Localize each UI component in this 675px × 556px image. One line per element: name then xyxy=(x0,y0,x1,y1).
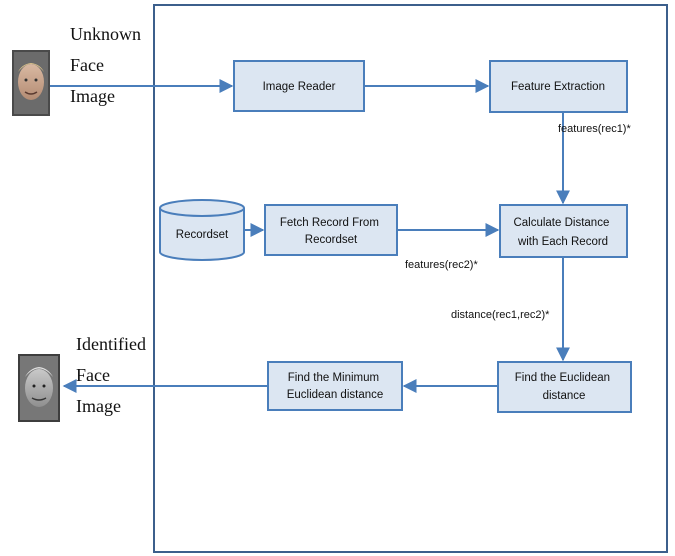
unknown-face-label: Unknown Face Image xyxy=(70,24,146,106)
arrows xyxy=(50,79,570,393)
identified-face-photo xyxy=(18,354,60,422)
calc-distance-node: Calculate Distance with Each Record xyxy=(499,204,628,258)
find-euclidean-node: Find the Euclidean distance xyxy=(497,361,632,413)
recordset-database: Recordset xyxy=(159,199,245,261)
features-rec2-label: features(rec2)* xyxy=(405,259,478,271)
fetch-record-label: Fetch Record From Recordset xyxy=(280,217,382,246)
image-reader-label: Image Reader xyxy=(263,81,336,93)
image-reader-node: Image Reader xyxy=(233,60,365,112)
recordset-label: Recordset xyxy=(176,229,229,241)
fetch-record-node: Fetch Record From Recordset xyxy=(264,204,398,256)
find-minimum-node: Find the Minimum Euclidean distance xyxy=(267,361,403,411)
calc-distance-label: Calculate Distance with Each Record xyxy=(513,217,612,248)
find-minimum-label: Find the Minimum Euclidean distance xyxy=(287,372,384,401)
find-euclidean-label: Find the Euclidean distance xyxy=(515,372,613,402)
identified-face-label: Identified Face Image xyxy=(76,334,150,416)
feature-extraction-label: Feature Extraction xyxy=(511,81,605,93)
system-frame xyxy=(153,4,668,553)
unknown-face-photo xyxy=(12,50,50,116)
feature-extraction-node: Feature Extraction xyxy=(489,60,628,113)
features-rec1-label: features(rec1)* xyxy=(558,123,631,135)
distance-rec1-rec2-label: distance(rec1,rec2)* xyxy=(451,309,550,321)
